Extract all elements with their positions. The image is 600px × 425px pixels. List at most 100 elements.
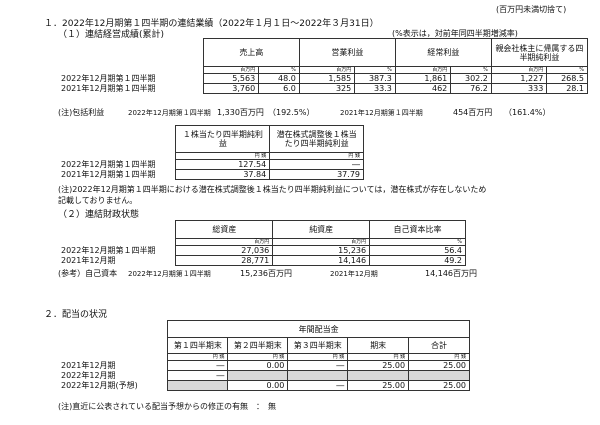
unit: 円 銭 bbox=[348, 153, 360, 159]
results-table: 売上高 営業利益 経常利益 親会社株主に帰属する四半期純利益 百万円 % 百万円… bbox=[58, 38, 589, 94]
table-row: 2021年12月期第１四半期 37.84 37.79 bbox=[58, 169, 364, 180]
cell bbox=[167, 380, 229, 391]
cell: 28,771 bbox=[175, 255, 274, 266]
table-row: 2022年12月期第１四半期 127.54 ― bbox=[58, 159, 364, 170]
cell: 5,563 bbox=[202, 73, 260, 84]
unit: 百万円 bbox=[240, 67, 256, 73]
sub2-title: （２）連結財政状態 bbox=[58, 210, 140, 220]
unit: 円 銭 bbox=[212, 354, 225, 360]
cell: 25.00 bbox=[408, 380, 470, 391]
cell: 37.79 bbox=[269, 169, 364, 180]
eps-note-line1: (注)2022年12月期第１四半期における潜在株式調整後１株当たり四半期純利益に… bbox=[58, 185, 487, 194]
ref-prev-value: 14,146百万円 bbox=[425, 269, 477, 278]
unit: 百万円 bbox=[351, 239, 367, 245]
cell: 462 bbox=[394, 83, 452, 94]
unit: 百万円 bbox=[254, 239, 270, 245]
pct-note: (%表示は，対前年同四半期増減率) bbox=[392, 29, 518, 38]
cell: 302.2 bbox=[450, 73, 492, 84]
row-label: 2021年12月期 bbox=[61, 361, 116, 370]
cell: 127.54 bbox=[175, 159, 271, 170]
col-year-end: 期末 bbox=[347, 337, 410, 354]
dividends-note: (注)直近に公表されている配当予想からの修正の有無 ： 無 bbox=[58, 402, 276, 411]
unit: 百万円 bbox=[432, 67, 448, 73]
cell: 25.00 bbox=[408, 360, 470, 371]
unit: % bbox=[483, 67, 488, 73]
cell: 268.5 bbox=[546, 73, 588, 84]
row-label: 2021年12月期第１四半期 bbox=[61, 170, 156, 179]
table-row: 2021年12月期 ― 0.00 ― 25.00 25.00 bbox=[58, 360, 470, 371]
cell: 28.1 bbox=[546, 83, 588, 94]
cell: 387.3 bbox=[354, 73, 396, 84]
cell: 33.3 bbox=[354, 83, 396, 94]
comprehensive-label: (注)包括利益 bbox=[58, 108, 105, 117]
cell: 49.2 bbox=[369, 255, 466, 266]
cell: 27,036 bbox=[175, 245, 274, 256]
ref-cur-period: 2022年12月期第１四半期 bbox=[128, 270, 211, 278]
cell: 1,227 bbox=[490, 73, 548, 84]
table-row: 2022年12月期第１四半期 5,563 48.0 1,585 387.3 1,… bbox=[58, 73, 588, 84]
col-q2: 第２四半期末 bbox=[227, 337, 289, 354]
section1-title: １．2022年12月期第１四半期の連結業績（2022年１月１日～2022年３月3… bbox=[44, 19, 379, 29]
col-sales: 売上高 bbox=[202, 38, 300, 67]
table-row: 2021年12月期第１四半期 3,760 6.0 325 33.3 462 76… bbox=[58, 83, 588, 94]
cell: ― bbox=[167, 370, 229, 381]
unit: % bbox=[387, 67, 392, 73]
row-label: 2021年12月期第１四半期 bbox=[61, 84, 156, 93]
cell bbox=[408, 370, 470, 381]
dividends-table: 年間配当金 第１四半期末 第２四半期末 第３四半期末 期末 合計 円 銭 円 銭… bbox=[58, 320, 470, 391]
col-ordinary: 経常利益 bbox=[394, 38, 492, 67]
col-total-assets: 総資産 bbox=[175, 220, 274, 239]
table-row: 2022年12月期 ― bbox=[58, 370, 470, 381]
unit-note: (百万円未満切捨て) bbox=[496, 5, 567, 14]
comprehensive-prev-pct: （161.4%） bbox=[504, 108, 551, 117]
unit: 円 銭 bbox=[332, 354, 345, 360]
col-total: 合計 bbox=[408, 337, 470, 354]
cell: 1,861 bbox=[394, 73, 452, 84]
unit: 円 銭 bbox=[254, 153, 267, 159]
dividends-group-header: 年間配当金 bbox=[167, 320, 470, 338]
col-net: 親会社株主に帰属する四半期純利益 bbox=[490, 38, 589, 67]
table-row: 2022年12月期第１四半期 27,036 15,236 56.4 bbox=[58, 245, 466, 256]
cell: 76.2 bbox=[450, 83, 492, 94]
cell bbox=[227, 370, 289, 381]
unit: 百万円 bbox=[528, 67, 544, 73]
comprehensive-cur-pct: （192.5%） bbox=[268, 108, 315, 117]
ref-label: (参考）自己資本 bbox=[58, 269, 118, 278]
table-row: 2022年12月期(予想) 0.00 ― 25.00 25.00 bbox=[58, 380, 470, 391]
cell: 1,585 bbox=[298, 73, 356, 84]
row-label: 2022年12月期第１四半期 bbox=[61, 160, 156, 169]
unit: 円 銭 bbox=[454, 354, 466, 360]
col-eps: １株当たり四半期純利益 bbox=[175, 125, 271, 153]
cell bbox=[347, 370, 410, 381]
eps-table: １株当たり四半期純利益 潜在株式調整後１株当たり四半期純利益 円 銭 円 銭 2… bbox=[58, 125, 364, 180]
row-label: 2022年12月期第１四半期 bbox=[61, 74, 156, 83]
comprehensive-prev-value: 454百万円 bbox=[453, 108, 493, 117]
cell: 14,146 bbox=[272, 255, 371, 266]
comprehensive-cur-period: 2022年12月期第１四半期 bbox=[128, 109, 211, 117]
cell: 6.0 bbox=[258, 83, 300, 94]
col-net-assets: 純資産 bbox=[272, 220, 371, 239]
cell: 56.4 bbox=[369, 245, 466, 256]
unit: % bbox=[457, 239, 462, 245]
row-label: 2022年12月期 bbox=[61, 371, 116, 380]
col-q3: 第３四半期末 bbox=[287, 337, 349, 354]
unit: % bbox=[579, 67, 584, 73]
row-label: 2022年12月期第１四半期 bbox=[61, 246, 156, 255]
ref-cur-value: 15,236百万円 bbox=[240, 269, 292, 278]
cell: ― bbox=[167, 360, 229, 371]
comprehensive-cur-value: 1,330百万円 bbox=[217, 108, 264, 117]
cell: 333 bbox=[490, 83, 548, 94]
col-operating: 営業利益 bbox=[298, 38, 396, 67]
cell: 0.00 bbox=[227, 360, 289, 371]
cell: ― bbox=[287, 360, 349, 371]
comprehensive-prev-period: 2021年12月期第１四半期 bbox=[340, 109, 423, 117]
cell: 3,760 bbox=[202, 83, 260, 94]
cell: ― bbox=[287, 380, 349, 391]
col-q1: 第１四半期末 bbox=[167, 337, 229, 354]
unit: 円 銭 bbox=[272, 354, 285, 360]
cell: 37.84 bbox=[175, 169, 271, 180]
col-diluted-eps: 潜在株式調整後１株当たり四半期純利益 bbox=[269, 125, 364, 153]
table-row: 2021年12月期 28,771 14,146 49.2 bbox=[58, 255, 466, 266]
cell: 325 bbox=[298, 83, 356, 94]
cell: 15,236 bbox=[272, 245, 371, 256]
